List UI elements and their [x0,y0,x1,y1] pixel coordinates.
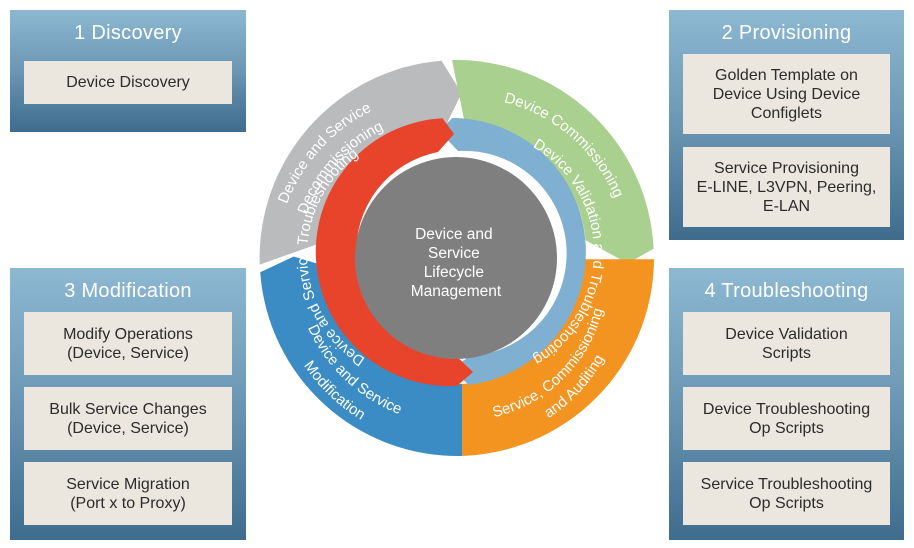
inner-segment-validation [439,118,586,385]
panel-troubleshooting: 4 Troubleshooting Device Validation Scri… [669,268,904,540]
panel-provisioning: 2 Provisioning Golden Template on Device… [669,10,904,240]
inner-segment-troubleshooting [315,118,473,387]
panel-title-provisioning: 2 Provisioning [721,22,852,44]
card-label: Golden Template on Device Using Device C… [712,66,861,122]
outer-segment-auditing [441,259,654,456]
panel-title-discovery: 1 Discovery [74,22,182,44]
card-label: Device Discovery [66,74,190,91]
card-service-troubleshooting-scripts: Service Troubleshooting Op Scripts [683,462,890,525]
card-label: Service Migration (Port x to Proxy) [66,475,190,512]
panel-modification: 3 Modification Modify Operations (Device… [10,268,246,540]
card-service-provisioning: Service Provisioning E-LINE, L3VPN, Peer… [683,147,890,227]
center-circle [355,157,557,359]
panel-title-troubleshooting: 4 Troubleshooting [704,280,869,302]
panel-discovery: 1 Discovery Device Discovery [10,10,246,132]
card-label: Bulk Service Changes (Device, Service) [49,400,207,437]
card-label: Service Provisioning E-LINE, L3VPN, Peer… [696,159,877,215]
card-label: Device Validation Scripts [725,325,848,362]
card-modify-operations: Modify Operations (Device, Service) [24,312,232,375]
card-service-migration: Service Migration (Port x to Proxy) [24,462,232,525]
center-label: Device and Service Lifecycle Management [411,226,502,300]
card-golden-template: Golden Template on Device Using Device C… [683,54,890,134]
outer-segment-commissioning [452,59,654,264]
card-label: Modify Operations (Device, Service) [63,325,193,362]
card-device-validation-scripts: Device Validation Scripts [683,312,890,375]
card-label: Service Troubleshooting Op Scripts [700,475,873,512]
card-bulk-service-changes: Bulk Service Changes (Device, Service) [24,387,232,450]
card-device-discovery: Device Discovery [24,61,232,104]
panel-title-modification: 3 Modification [64,280,192,302]
card-device-troubleshooting-scripts: Device Troubleshooting Op Scripts [683,387,890,450]
card-label: Device Troubleshooting Op Scripts [702,400,871,437]
outer-segment-modification [260,256,462,457]
